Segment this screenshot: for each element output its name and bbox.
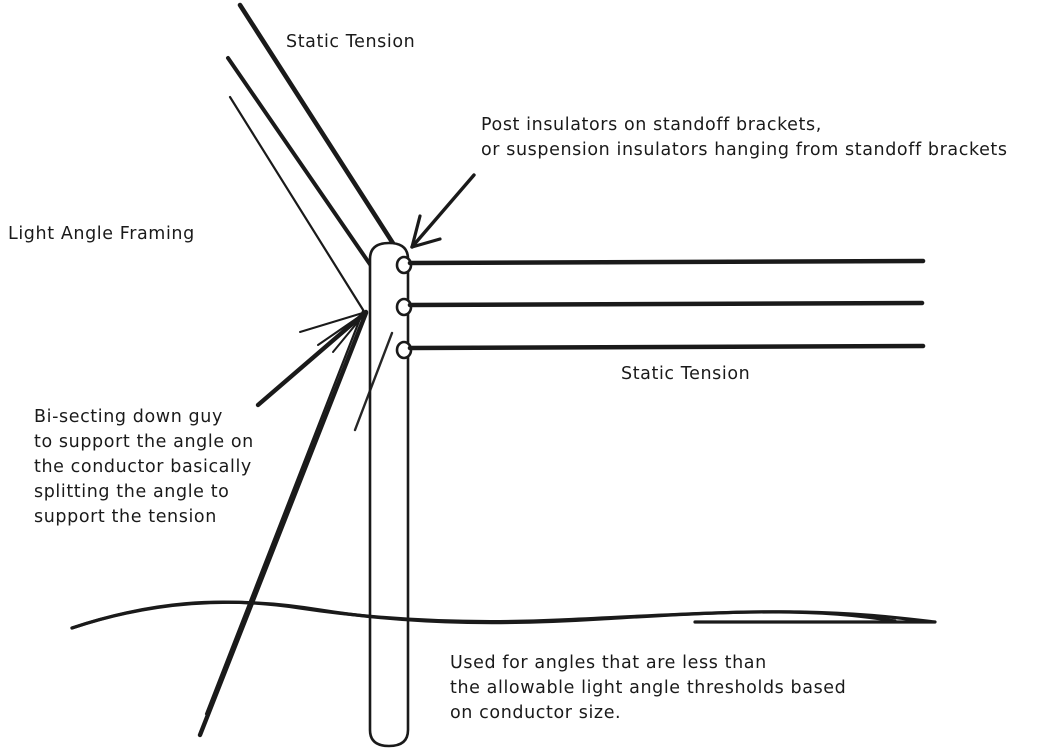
insulator-group [395,255,413,360]
insulator-arrow-shaft [410,173,476,249]
down-guy-group [197,309,394,738]
down-guy-leader-line [255,309,369,408]
outgoing-conductor-group [407,258,926,351]
down-guy-2 [204,309,365,716]
guy-fan-1 [299,311,367,333]
pole-body [368,241,410,748]
label-down-guy-note: Bi-secting down guy to support the angle… [34,407,254,527]
insulator-arrow-head-left [410,214,422,249]
down-guy-1 [197,310,369,738]
ground-line-segment-a [70,600,937,630]
insulator-annotation-arrow [410,173,476,249]
insulator-arrow-head-right [410,237,442,249]
label-static-tension-right: Static Tension [621,364,751,384]
down-guy-stub [353,331,394,432]
outgoing-conductor-3 [407,343,926,351]
ground-line [70,600,897,630]
incoming-conductor-1 [237,2,408,265]
label-threshold-note: Used for angles that are less than the a… [450,653,847,723]
outgoing-conductor-2 [407,300,925,308]
incoming-conductor-3 [228,95,367,315]
label-light-angle-framing: Light Angle Framing [8,224,195,244]
label-static-tension-top: Static Tension [286,32,416,52]
label-insulators-note: Post insulators on standoff brackets, or… [481,115,1008,160]
outgoing-conductor-1 [407,258,926,266]
pole [368,241,410,748]
